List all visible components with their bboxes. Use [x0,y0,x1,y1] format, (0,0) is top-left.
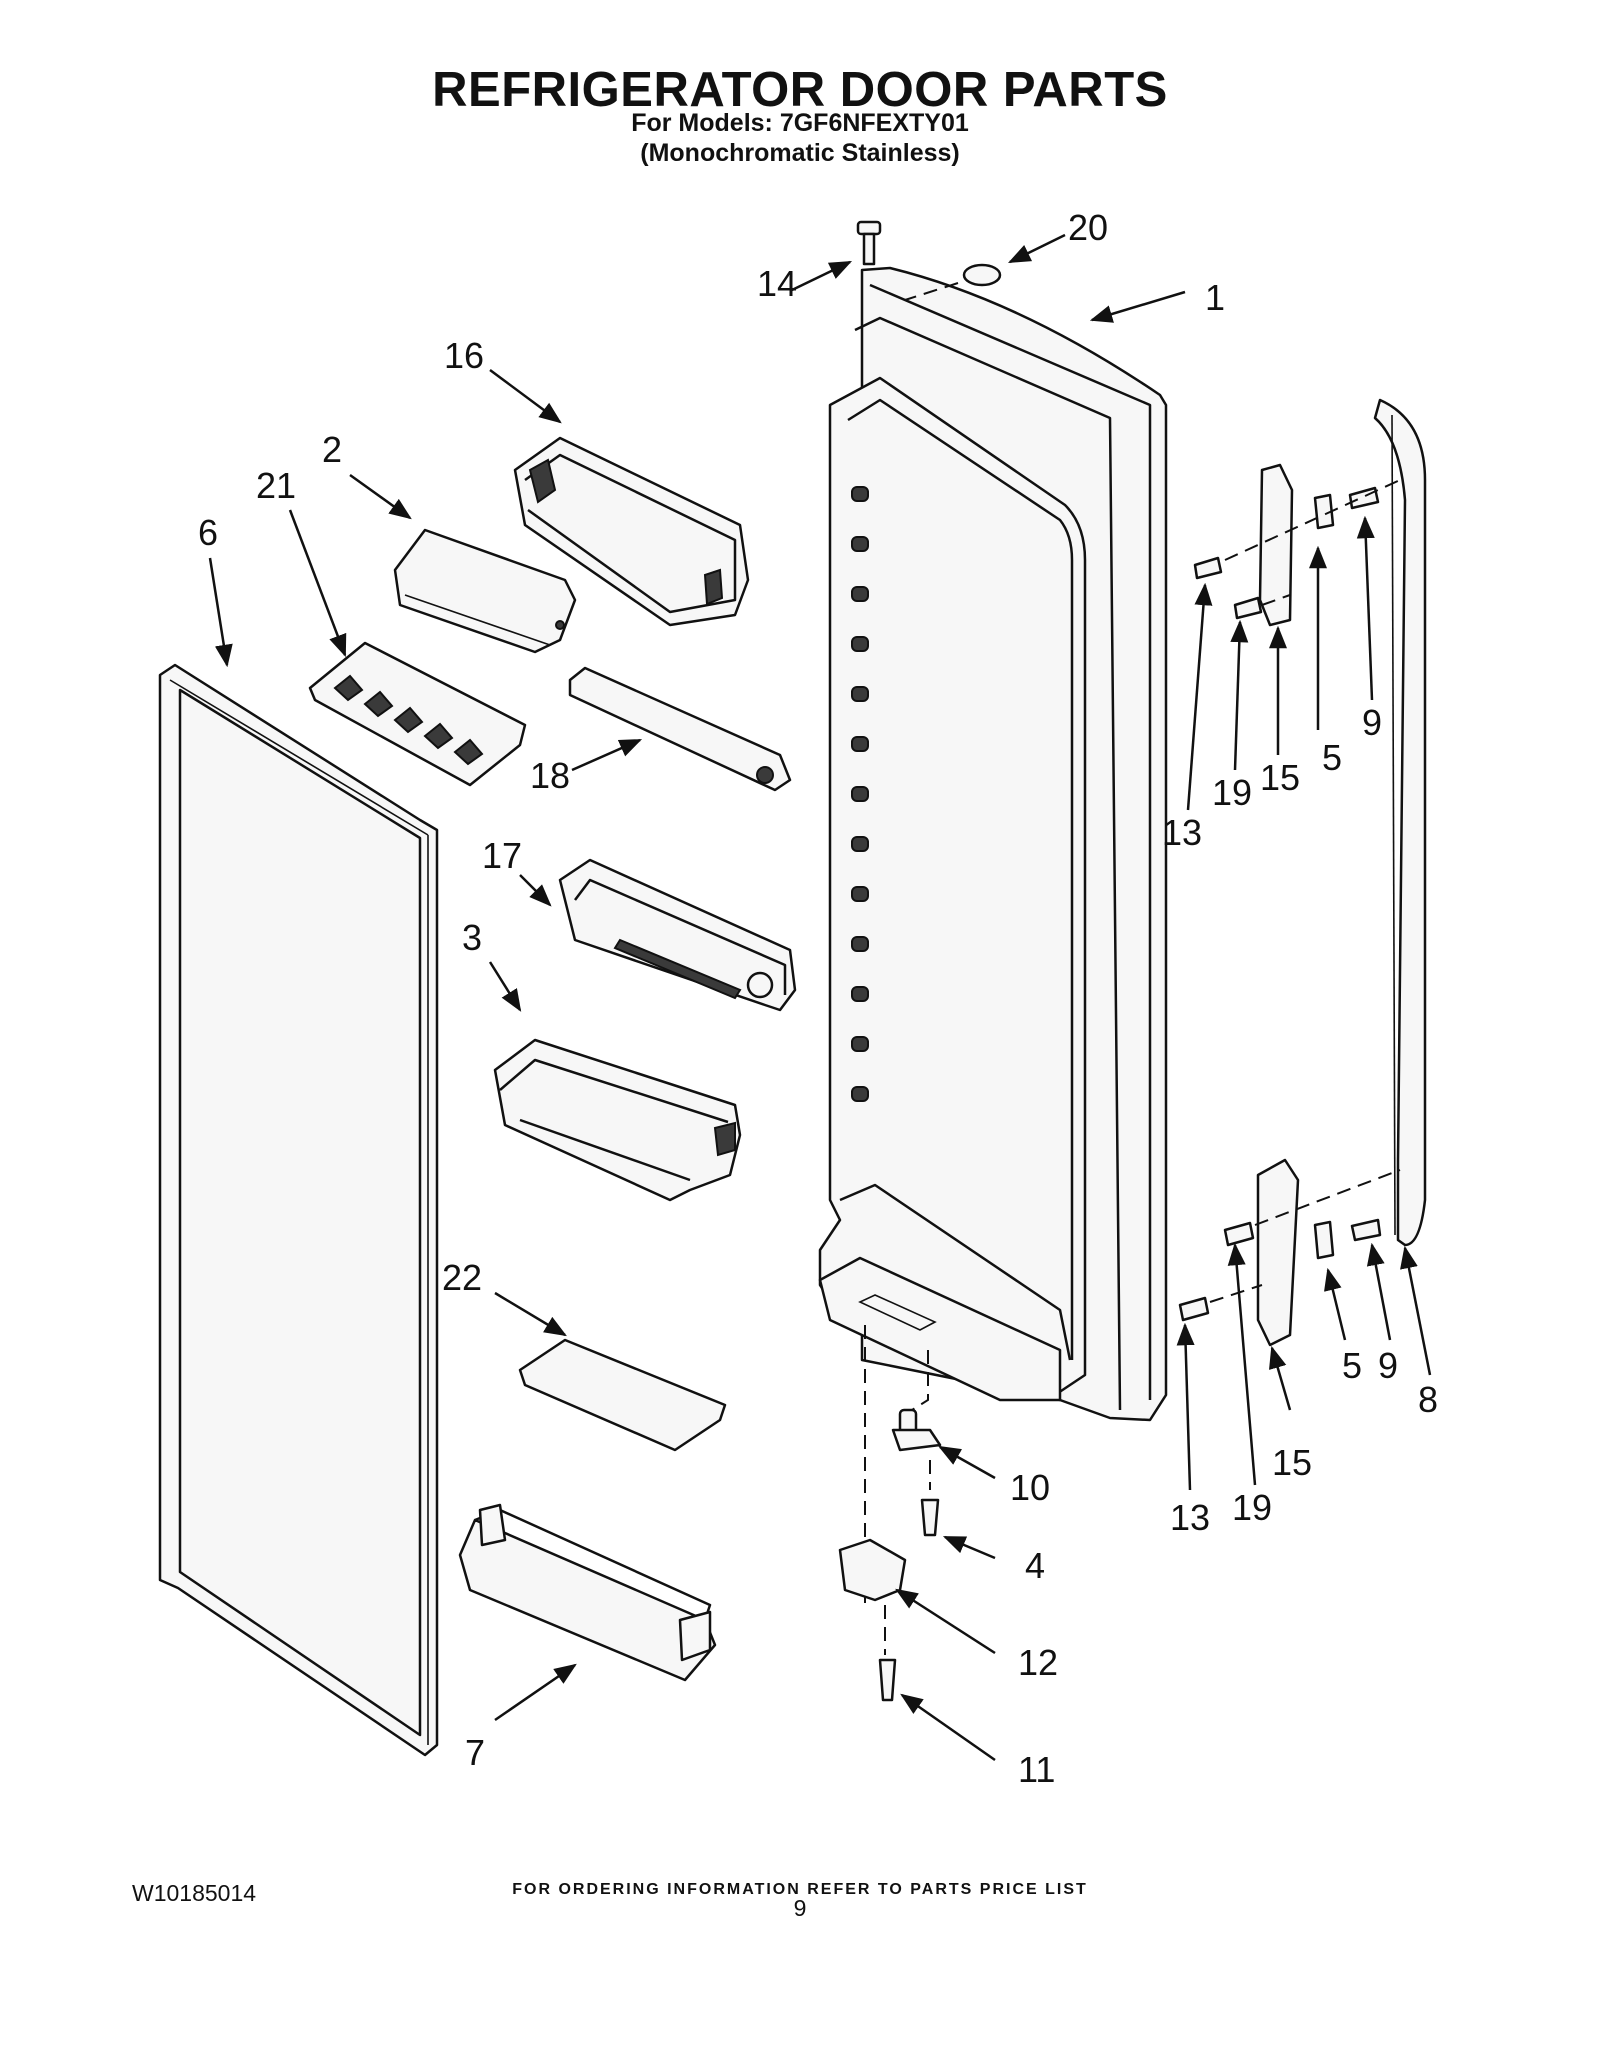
callout-5-bottom: 5 [1342,1345,1362,1386]
callout-3: 3 [462,917,482,958]
callout-17: 17 [482,835,522,876]
mount-screw-upper-top [1193,556,1223,580]
callout-13-bottom: 13 [1170,1497,1210,1538]
page-title: REFRIGERATOR DOOR PARTS [432,63,1168,117]
bin-tray [458,1503,717,1682]
callout-10: 10 [1010,1467,1050,1508]
hinge-bracket-screw [878,1658,897,1702]
callout-9-top: 9 [1362,702,1382,743]
callout-18: 18 [530,755,570,796]
door-handle [1373,398,1427,1247]
mount-screw-lower-bottom [1178,1296,1210,1322]
document-number: W10185014 [132,1880,257,1906]
handle-mount-top [1258,463,1294,627]
hinge-screw [920,1498,940,1537]
mount-screw-upper-bottom [1223,1221,1255,1247]
washer-top [962,263,1002,287]
handle-screw-bottom [1350,1218,1382,1242]
callout-7: 7 [465,1732,485,1773]
callout-13-top: 13 [1162,812,1202,853]
mount-screw-lower-top [1233,596,1263,620]
gallon-bin [558,858,797,1012]
bottom-hinge-pin [891,1408,942,1452]
callout-22: 22 [442,1257,482,1298]
callout-2: 2 [322,429,342,470]
door-rail [568,666,792,792]
dairy-door [393,528,577,654]
door-liner [818,266,1168,1422]
callout-14: 14 [757,263,797,304]
bottom-hinge-bracket [838,1538,907,1602]
callout-21: 21 [256,465,296,506]
callout-19-bottom: 19 [1232,1487,1272,1528]
callout-19-top: 19 [1212,772,1252,813]
dairy-bin [513,436,750,627]
callout-4: 4 [1025,1545,1045,1586]
models-line: For Models: 7GF6NFEXTY01 [631,109,969,137]
callout-5-top: 5 [1322,737,1342,778]
door-gasket [158,663,439,1757]
callout-12: 12 [1018,1642,1058,1683]
callout-6: 6 [198,512,218,553]
callout-15-bottom: 15 [1272,1442,1312,1483]
ordering-note: FOR ORDERING INFORMATION REFER TO PARTS … [512,1881,1088,1898]
page-number: 9 [793,1895,807,1921]
finish-line: (Monochromatic Stainless) [640,139,960,167]
handle-clip-bottom [1313,1220,1335,1260]
callout-16: 16 [444,335,484,376]
shelf-divider [518,1338,727,1452]
callout-11: 11 [1018,1749,1055,1790]
callout-20: 20 [1068,207,1108,248]
shelf-retainer-slots [851,486,869,1102]
callout-9-bottom: 9 [1378,1345,1398,1386]
callout-8: 8 [1418,1379,1438,1420]
handle-mount-bottom [1256,1158,1300,1347]
callout-1: 1 [1205,277,1225,318]
egg-tray [308,641,527,787]
door-bin [493,1038,742,1202]
leader-arrows [208,233,1432,1762]
hinge-pin-top [856,220,882,266]
callout-15-top: 15 [1260,757,1300,798]
